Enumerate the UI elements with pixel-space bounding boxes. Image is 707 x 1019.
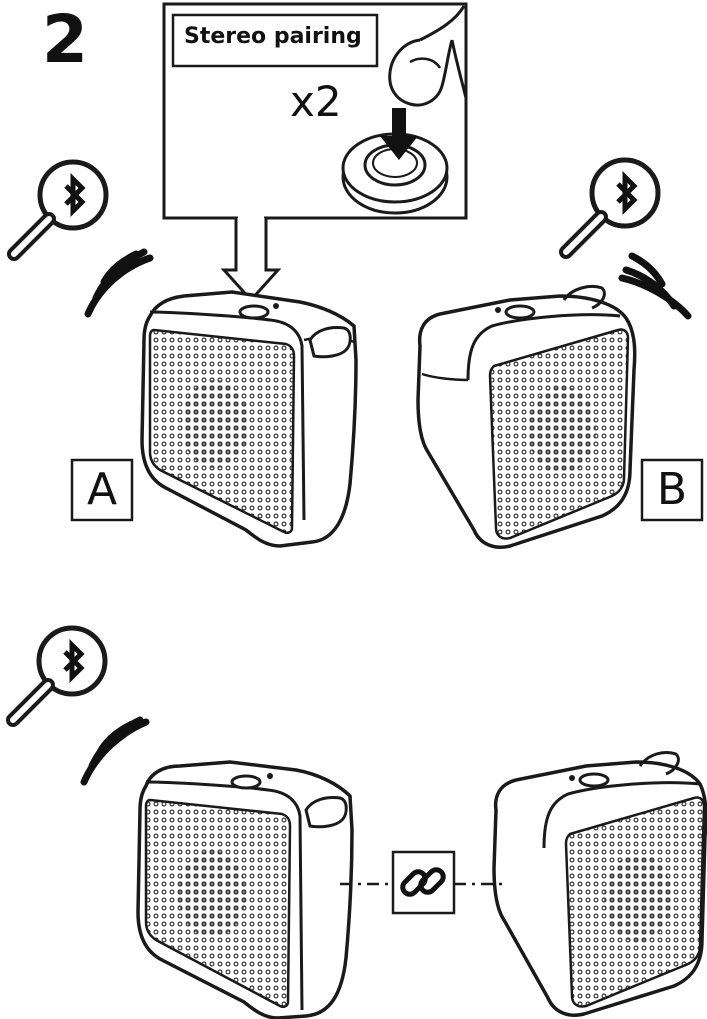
speaker-b — [418, 287, 635, 548]
speaker-label-a: A — [72, 460, 132, 520]
callout-title: Stereo pairing — [184, 20, 362, 54]
press-count: x2 — [290, 74, 342, 130]
speaker-a — [142, 292, 356, 546]
bluetooth-search-icon — [13, 628, 105, 720]
step-number: 2 — [42, 0, 88, 80]
signal-waves-icon — [88, 252, 150, 314]
signal-waves-icon — [622, 256, 688, 316]
bluetooth-search-icon — [566, 160, 658, 252]
signal-waves-icon — [84, 720, 146, 782]
callout-arrow — [224, 218, 278, 300]
speaker-label-b: B — [642, 460, 702, 520]
bluetooth-search-icon — [14, 162, 106, 254]
speaker-a-paired — [138, 762, 352, 1018]
speaker-b-paired — [494, 753, 706, 1016]
